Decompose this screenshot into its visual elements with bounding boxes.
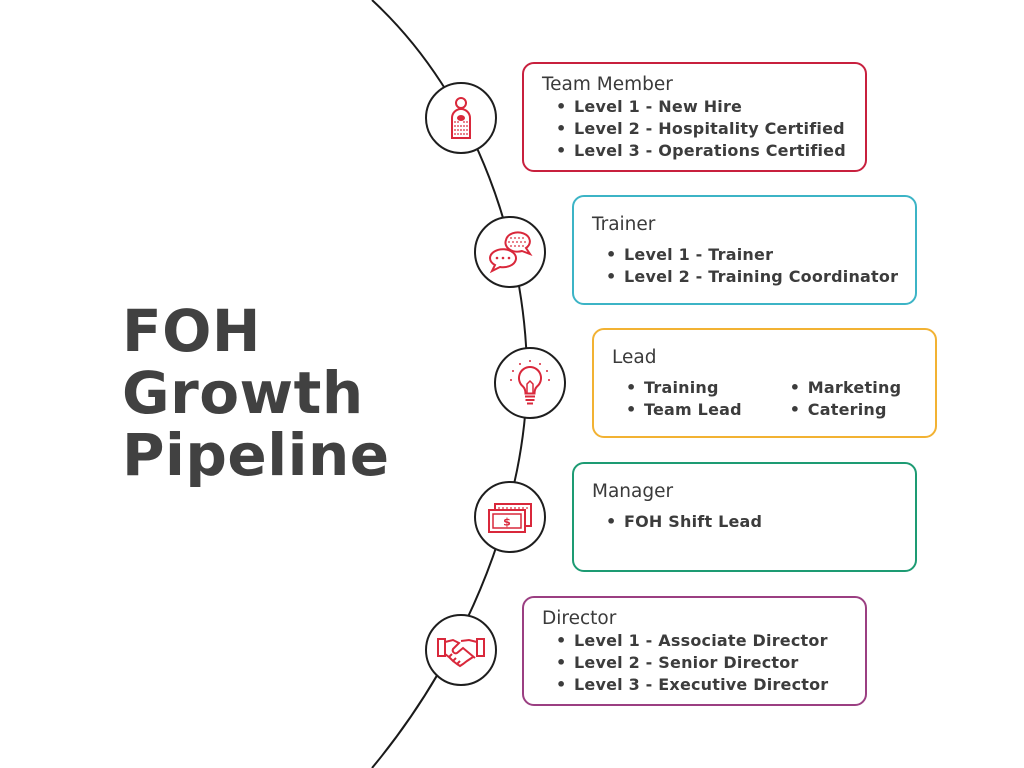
card-title: Team Member bbox=[542, 74, 673, 95]
card-list: Level 1 - Trainer Level 2 - Training Coo… bbox=[592, 244, 898, 288]
card-list: FOH Shift Lead bbox=[592, 511, 897, 533]
card-columns: Training Team Lead Marketing Catering bbox=[612, 377, 917, 421]
list-item: Marketing bbox=[790, 377, 901, 399]
card-manager: Manager FOH Shift Lead bbox=[572, 462, 917, 572]
card-title: Trainer bbox=[592, 214, 656, 235]
list-item: Catering bbox=[790, 399, 901, 421]
card-title: Lead bbox=[612, 347, 657, 368]
lightbulb-icon bbox=[494, 347, 566, 419]
card-list-right: Marketing Catering bbox=[776, 377, 901, 421]
list-item: Level 2 - Training Coordinator bbox=[606, 266, 898, 288]
list-item: Level 1 - Trainer bbox=[606, 244, 897, 266]
list-item: Level 2 - Senior Director bbox=[556, 652, 847, 674]
list-item: Level 1 - Associate Director bbox=[556, 630, 847, 652]
money-icon: $ bbox=[474, 481, 546, 553]
card-director: Director Level 1 - Associate Director Le… bbox=[522, 596, 867, 706]
title-line-2: Growth bbox=[122, 359, 364, 427]
list-item: Level 2 - Hospitality Certified bbox=[556, 118, 847, 140]
card-list-left: Training Team Lead bbox=[612, 377, 742, 421]
card-list: Level 1 - New Hire Level 2 - Hospitality… bbox=[542, 96, 847, 162]
handshake-icon bbox=[425, 614, 497, 686]
card-title: Manager bbox=[592, 481, 674, 502]
list-item: Level 1 - New Hire bbox=[556, 96, 847, 118]
speech-bubbles-icon bbox=[474, 216, 546, 288]
card-title: Director bbox=[542, 608, 617, 629]
svg-text:$: $ bbox=[503, 516, 511, 529]
person-icon bbox=[425, 82, 497, 154]
list-item: FOH Shift Lead bbox=[606, 511, 897, 533]
list-item: Team Lead bbox=[626, 399, 742, 421]
list-item: Training bbox=[626, 377, 742, 399]
diagram-title: FOH Growth Pipeline bbox=[122, 300, 422, 486]
card-trainer: Trainer Level 1 - Trainer Level 2 - Trai… bbox=[572, 195, 917, 305]
card-list: Level 1 - Associate Director Level 2 - S… bbox=[542, 630, 847, 696]
list-item: Level 3 - Operations Certified bbox=[556, 140, 847, 162]
title-line-3: Pipeline bbox=[122, 421, 390, 489]
title-line-1: FOH bbox=[122, 297, 261, 365]
list-item: Level 3 - Executive Director bbox=[556, 674, 847, 696]
card-team-member: Team Member Level 1 - New Hire Level 2 -… bbox=[522, 62, 867, 172]
card-lead: Lead Training Team Lead Marketing Cateri… bbox=[592, 328, 937, 438]
